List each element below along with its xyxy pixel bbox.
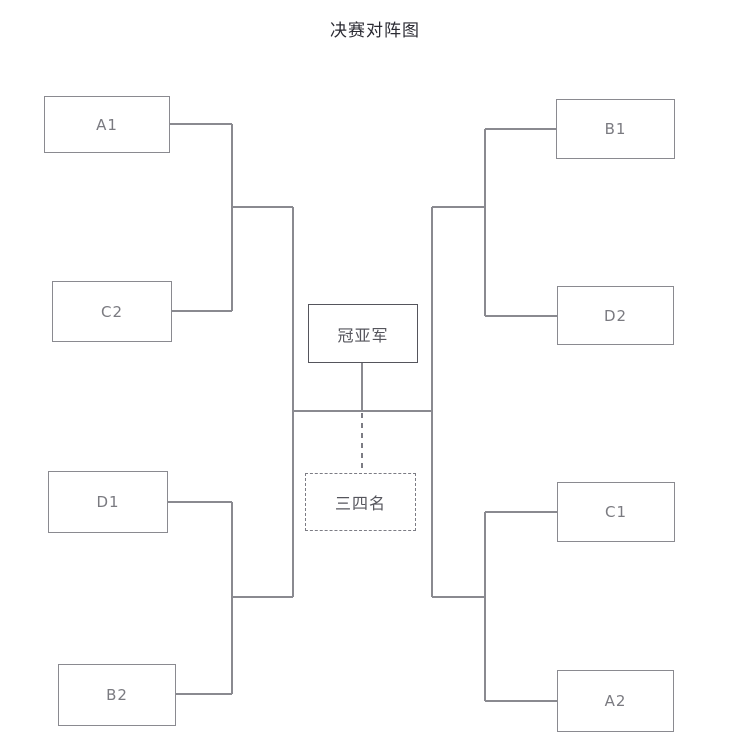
bracket-node-third-place-match[interactable]: 三四名 [305, 473, 416, 531]
bracket-node-final-match[interactable]: 冠亚军 [308, 304, 418, 363]
bracket-node-d1-label: D1 [96, 493, 120, 511]
bracket-node-a2[interactable]: A2 [557, 670, 674, 732]
bracket-node-b1[interactable]: B1 [556, 99, 675, 159]
bracket-node-b2-label: B2 [106, 686, 128, 704]
bracket-node-c1-label: C1 [604, 503, 628, 521]
bracket-node-d1[interactable]: D1 [48, 471, 168, 533]
bracket-node-d2-label: D2 [603, 306, 628, 325]
bracket-node-c2-label: C2 [100, 302, 124, 321]
bracket-node-b1-label: B1 [604, 120, 627, 138]
bracket-node-c1[interactable]: C1 [557, 482, 675, 542]
bracket-node-a1[interactable]: A1 [44, 96, 170, 153]
bracket-node-c2[interactable]: C2 [52, 281, 172, 342]
bracket-node-b2[interactable]: B2 [58, 664, 176, 726]
page-title: 决赛对阵图 [330, 21, 420, 41]
bracket-node-third-place-match-label: 三四名 [334, 494, 386, 513]
bracket-node-a2-label: A2 [604, 692, 627, 710]
bracket-node-d2[interactable]: D2 [557, 286, 674, 345]
bracket-node-a1-label: A1 [96, 115, 118, 134]
bracket-node-final-match-label: 冠亚军 [337, 325, 389, 345]
